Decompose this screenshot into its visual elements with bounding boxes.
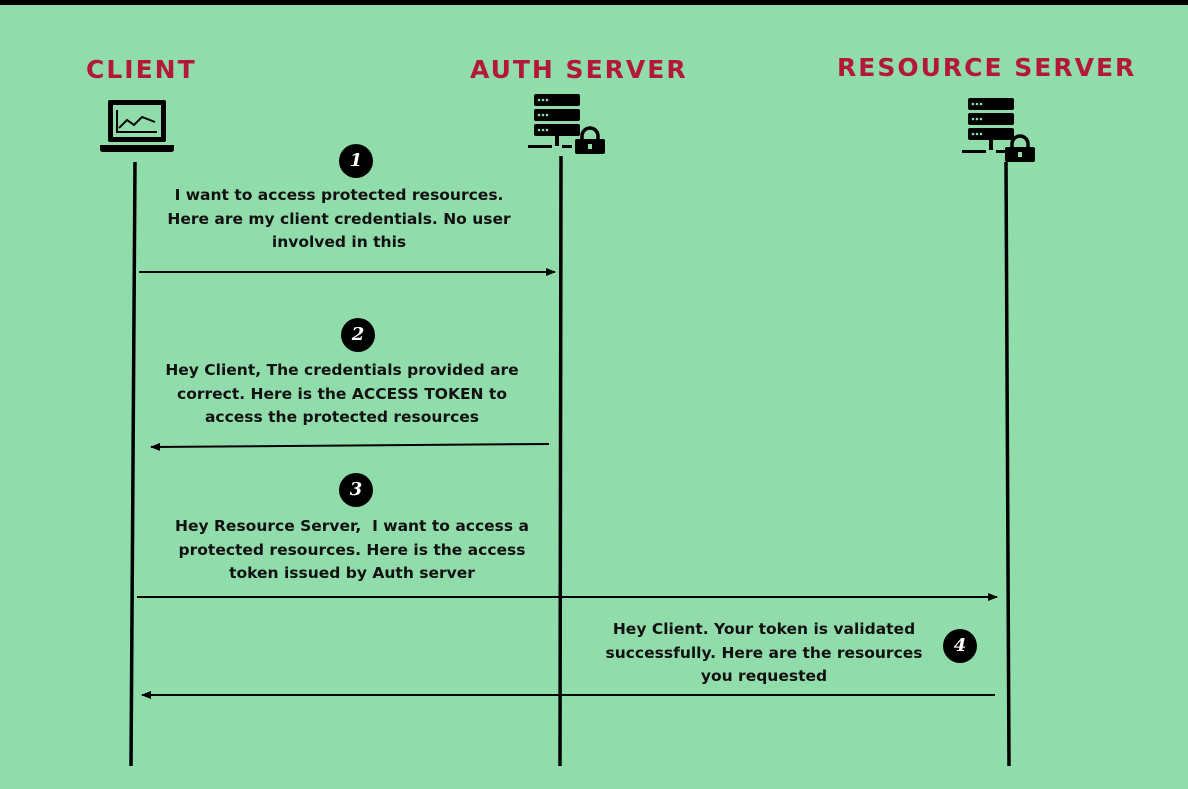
- client-title: CLIENT: [86, 55, 197, 84]
- step-3-message: Hey Resource Server, I want to access a …: [152, 515, 552, 586]
- message-line: I want to access protected resources.: [174, 186, 504, 204]
- message-line: correct. Here is the ACCESS TOKEN to: [177, 384, 507, 403]
- message-line: token issued by Auth server: [229, 564, 475, 582]
- step-1-message: I want to access protected resources. He…: [139, 184, 539, 255]
- step-2-badge: 2: [341, 318, 375, 352]
- message-line: successfully. Here are the resources: [605, 643, 923, 662]
- message-line: you requested: [700, 667, 828, 685]
- step-1-badge: 1: [339, 144, 373, 178]
- step-2-message: Hey Client, The credentials provided are…: [142, 359, 542, 430]
- message-line: Here are my client credentials. No user: [167, 209, 511, 228]
- server-lock-icon: [528, 94, 605, 154]
- auth-server-lifeline: [558, 155, 563, 767]
- client-lifeline: [129, 161, 137, 767]
- auth-server-title: AUTH SERVER: [470, 55, 688, 84]
- step-4-badge: 4: [943, 629, 977, 663]
- message-line: protected resources. Here is the access: [178, 540, 526, 559]
- laptop-icon: [100, 100, 174, 152]
- message-line: Hey Client, The credentials provided are: [165, 361, 519, 379]
- arrow-step-2: [150, 442, 550, 451]
- message-line: access the protected resources: [204, 408, 480, 426]
- resource-server-title: RESOURCE SERVER: [837, 53, 1137, 82]
- step-3-badge: 3: [339, 473, 373, 507]
- message-line: involved in this: [271, 233, 407, 251]
- server-lock-icon: [962, 98, 1035, 162]
- resource-server-lifeline: [1004, 161, 1011, 767]
- message-line: Hey Client. Your token is validated: [612, 620, 916, 638]
- message-line: Hey Resource Server, I want to access a: [175, 517, 529, 535]
- step-4-message: Hey Client. Your token is validated succ…: [574, 618, 954, 689]
- top-border: [0, 0, 1188, 5]
